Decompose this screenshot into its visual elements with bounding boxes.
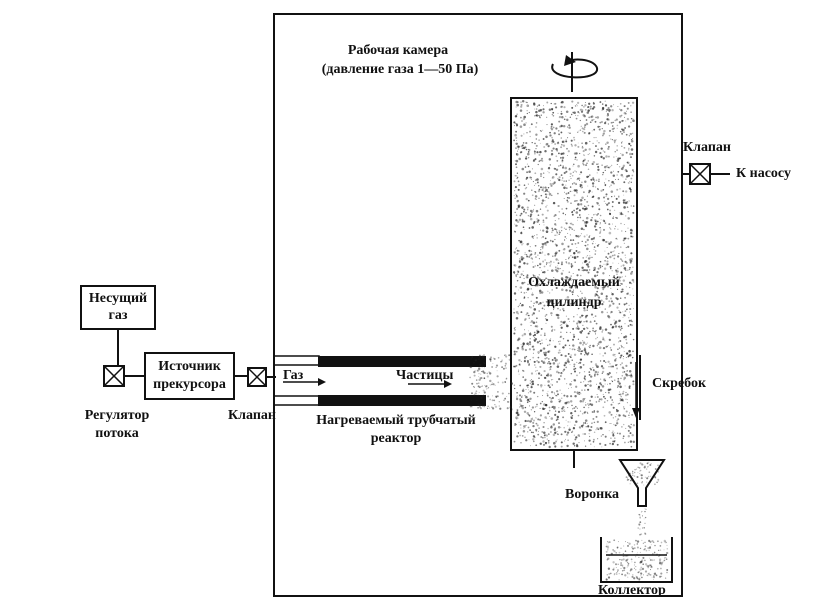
collector-vessel-icon (600, 537, 673, 583)
gas-label: Газ (283, 368, 304, 383)
collected-powder (605, 539, 669, 581)
flow-regulator-valve-icon (103, 365, 125, 387)
particle-deposit (512, 100, 636, 449)
pump-valve-icon (689, 163, 711, 185)
cylinder-label-1: Охлаждаемый (528, 275, 620, 290)
funnel-particles (625, 461, 660, 536)
pump-valve-label: Клапан (683, 140, 731, 155)
precursor-source-box: Источник прекурсора (144, 352, 235, 400)
to-pump-label: К насосу (736, 166, 791, 181)
inlet-valve-label: Клапан (228, 408, 276, 423)
reactor-label-1: Нагреваемый трубчатый (316, 413, 476, 428)
inlet-valve-icon (247, 367, 267, 387)
cylinder-label-2: цилиндр (546, 295, 602, 310)
carrier-gas-box: Несущий газ (80, 285, 156, 330)
funnel-label: Воронка (565, 487, 620, 502)
particles-arrow-icon (408, 380, 452, 388)
rotation-arrow-icon (551, 52, 598, 92)
precursor-source-label-1: Источник (158, 359, 221, 374)
particle-stream (469, 354, 514, 411)
chamber-title: Рабочая камера (347, 43, 449, 58)
carrier-gas-label-1: Несущий (88, 291, 148, 306)
precursor-source-label-2: прекурсора (153, 377, 226, 392)
chamber-pressure-note: (давление газа 1—50 Па) (321, 62, 479, 77)
reactor-label-2: реактор (370, 431, 422, 446)
flow-regulator-label-1: Регулятор (84, 408, 150, 423)
funnel-icon (618, 459, 666, 507)
flow-regulator-label-2: потока (95, 426, 139, 441)
carrier-gas-label-2: газ (108, 308, 128, 323)
scraper-label: Скребок (652, 376, 707, 391)
working-chamber-outline (273, 13, 683, 597)
heated-tube-reactor (273, 355, 486, 406)
collector-label: Коллектор (598, 583, 666, 598)
gas-arrow-icon (283, 378, 326, 386)
particles-label: Частицы (396, 368, 454, 383)
scraper-icon (632, 355, 641, 420)
cooled-cylinder (510, 97, 638, 451)
